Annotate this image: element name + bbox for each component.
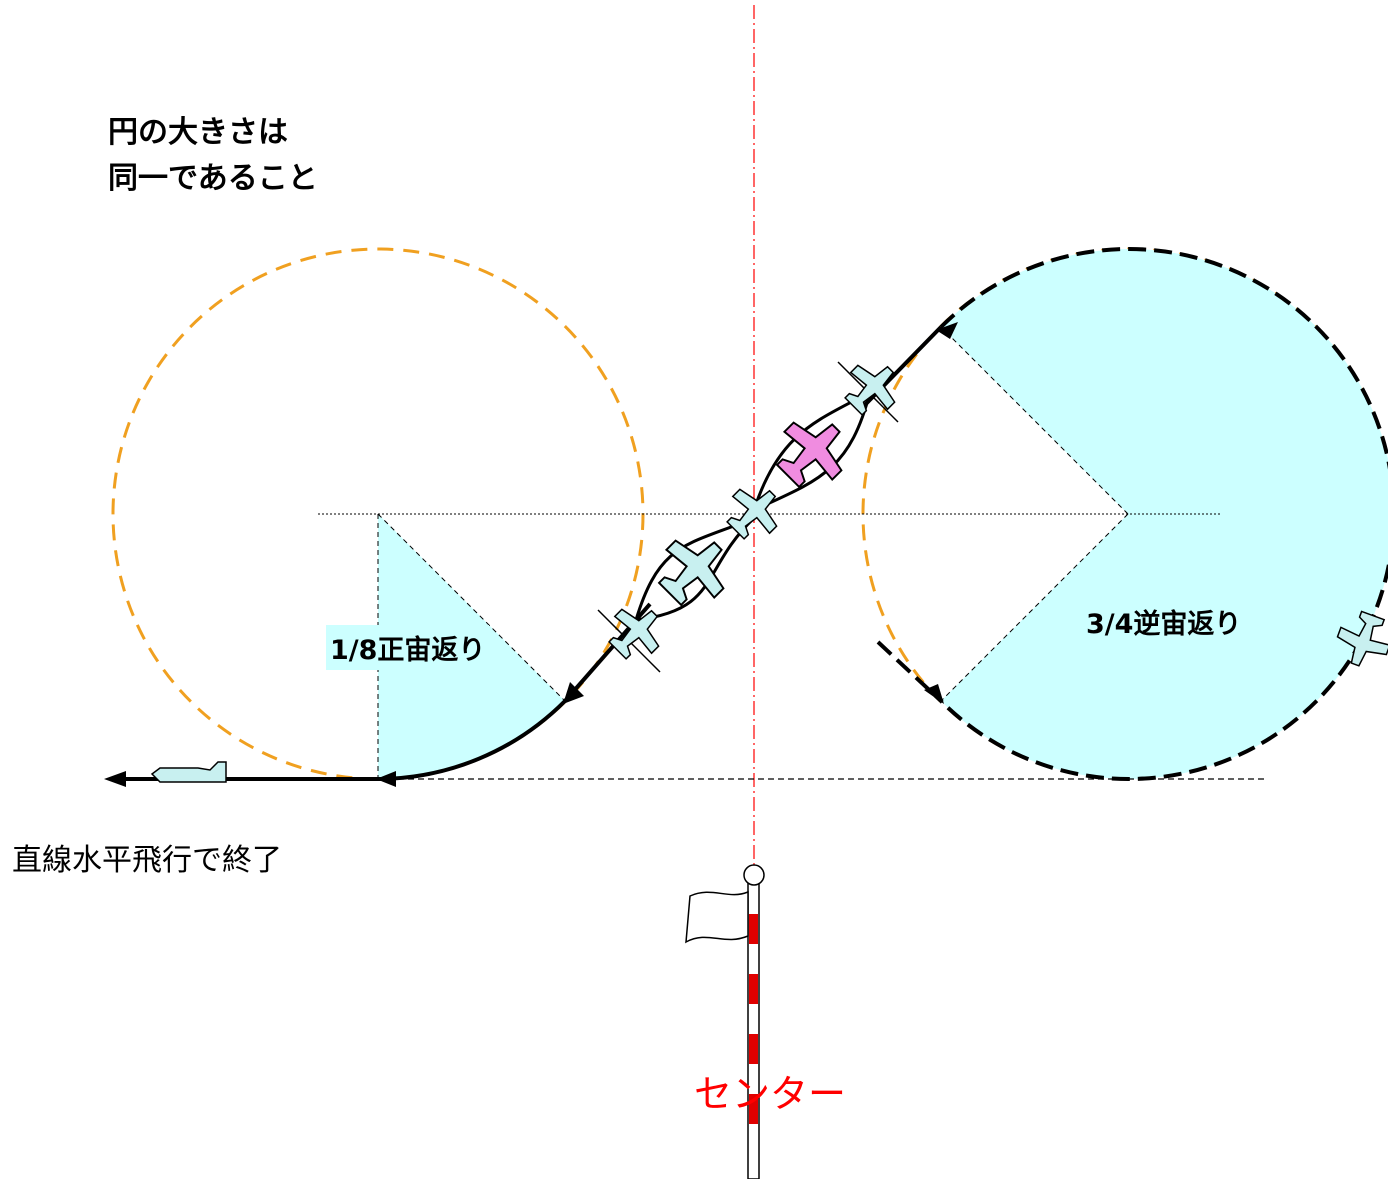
direction-arrow-icon (376, 771, 396, 787)
direction-arrow-icon (924, 684, 944, 704)
direction-arrow-icon (563, 682, 584, 704)
airplane-icon (598, 594, 674, 670)
center-flag-icon (685, 864, 765, 1180)
end-instruction: 直線水平飛行で終了 (12, 843, 282, 878)
size-note-line1: 円の大きさは (108, 115, 288, 150)
airplane-icon (645, 521, 743, 619)
one-eighth-loop-path (377, 699, 567, 781)
center-label: センター (694, 1072, 847, 1116)
three-quarter-loop-sector (941, 249, 1388, 779)
three-quarter-loop-label: 3/4逆宙返り (1086, 609, 1242, 640)
right-sector-radius-lower (940, 513, 1129, 702)
size-note-line2: 同一であること (108, 161, 318, 196)
size-note: 円の大きさは 同一であること (108, 110, 318, 202)
left-sector-radius-diagonal (377, 513, 566, 702)
right-sector-radius-upper (940, 326, 1129, 515)
direction-arrow-icon (104, 771, 126, 787)
airplane-icon (834, 350, 910, 426)
airplane-icon (150, 761, 227, 783)
direction-arrow-icon (936, 322, 958, 339)
one-eighth-loop-label: 1/8正宙返り (326, 625, 490, 670)
diagonal-path-upper (858, 325, 943, 412)
loop-entry-dash (876, 640, 943, 703)
